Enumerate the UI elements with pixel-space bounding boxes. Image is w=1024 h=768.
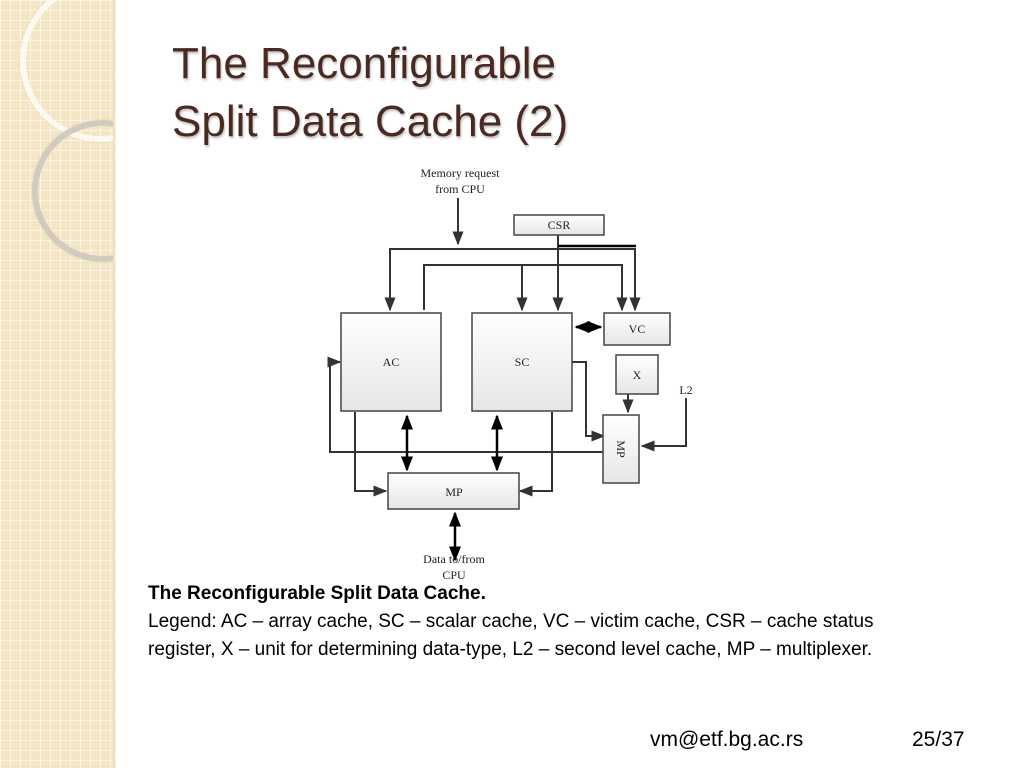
memory-request-label-line2: from CPU	[435, 182, 485, 196]
csr-box	[513, 214, 605, 236]
slide-title-line1: The Reconfigurable	[172, 39, 557, 88]
sc-box	[471, 312, 573, 412]
csr-label: CSR	[548, 218, 571, 232]
sc-to-mp-side-arrow	[585, 412, 606, 442]
mp-side-box	[602, 414, 640, 484]
data-cpu-label-line2: CPU	[442, 568, 466, 582]
sc-right-line	[572, 361, 587, 412]
sidebar-edge	[113, 0, 117, 768]
l2-label: L2	[679, 383, 692, 397]
vc-box	[603, 312, 671, 346]
slide-title-line2: Split Data Cache (2)	[172, 97, 569, 146]
ac-to-mp-arrow	[354, 412, 388, 497]
decorative-sidebar	[0, 0, 113, 768]
mp-side-label: MP	[614, 440, 628, 458]
footer-email: vm@etf.bg.ac.rs	[650, 728, 804, 751]
sc-to-mp-arrow	[518, 412, 553, 497]
slide-title: The Reconfigurable Split Data Cache (2)	[172, 35, 568, 151]
data-cpu-label-line1: Data to/from	[423, 552, 485, 566]
caption-title: The Reconfigurable Split Data Cache.	[148, 583, 486, 604]
vc-label: VC	[629, 322, 646, 336]
mp-bottom-box	[387, 472, 520, 510]
figure-caption: The Reconfigurable Split Data Cache. Leg…	[148, 580, 888, 664]
caption-legend: Legend: AC – array cache, SC – scalar ca…	[148, 611, 874, 660]
bus-ac-vc-arrow	[389, 248, 641, 312]
l2-to-mp-arrow	[640, 398, 687, 452]
mp-bottom-label: MP	[445, 485, 463, 499]
sc-label: SC	[515, 355, 530, 369]
ac-label: AC	[383, 355, 400, 369]
page-number: 25/37	[912, 728, 965, 751]
x-label: X	[633, 368, 642, 382]
x-box	[615, 354, 659, 395]
mp-to-ac-loop-arrow	[327, 356, 604, 453]
ac-box	[340, 312, 442, 412]
memory-request-label-line1: Memory request	[421, 166, 501, 180]
